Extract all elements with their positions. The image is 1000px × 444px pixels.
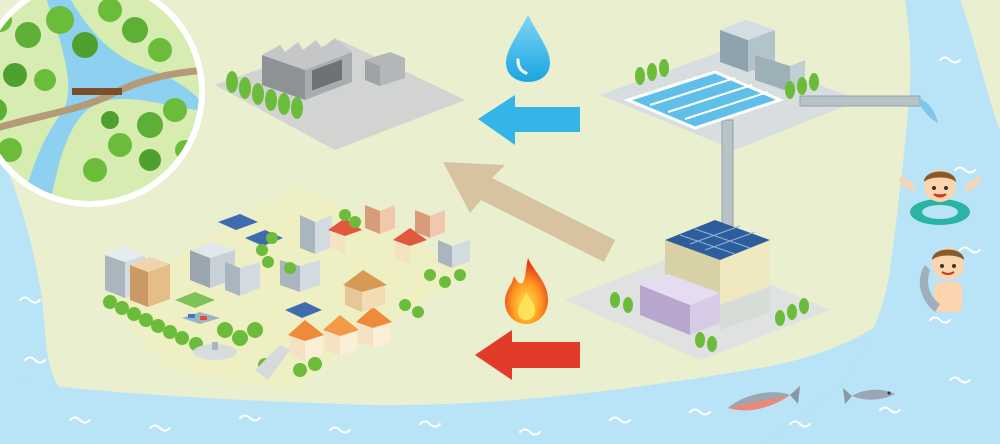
bridge [72,88,122,95]
horizontal-pipe [800,96,920,106]
